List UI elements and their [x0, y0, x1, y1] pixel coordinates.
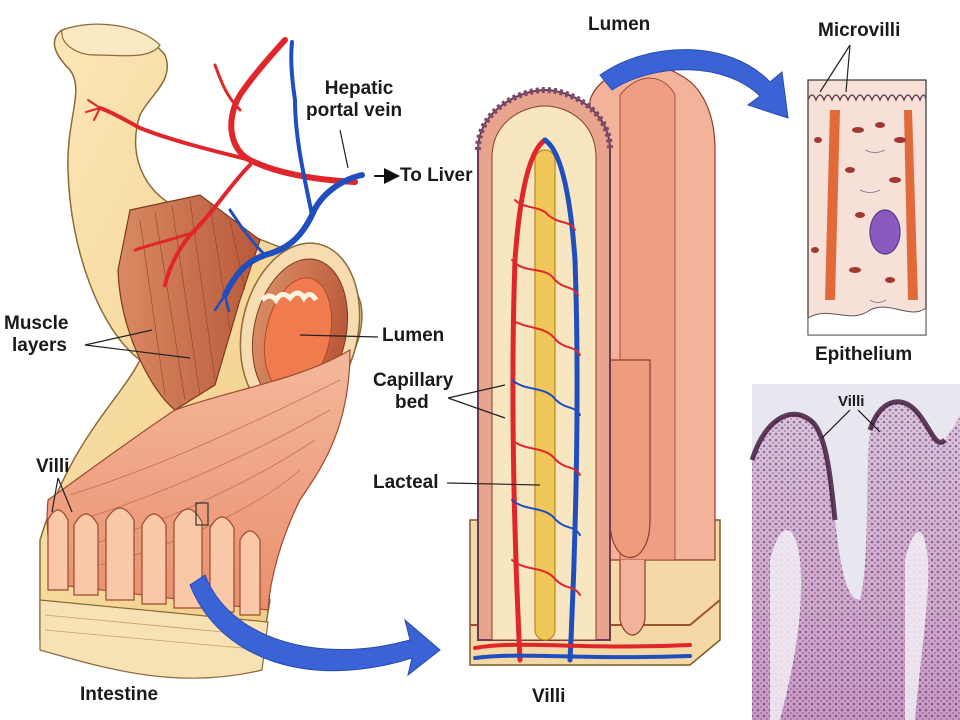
villi-micrograph — [749, 384, 960, 720]
leader-lines-left — [51, 129, 379, 513]
villi-block-illustration — [469, 65, 721, 666]
label-capillary-bed: Capillary bed — [373, 370, 453, 414]
hepatic-portal-vessels — [85, 37, 400, 313]
label-lacteal: Lacteal — [373, 472, 439, 493]
label-microvilli: Microvilli — [818, 20, 901, 41]
label-portal-vein-line2: portal vein — [306, 100, 403, 121]
arrow-to-epithelium — [599, 49, 789, 119]
cell-nucleus — [869, 209, 901, 255]
label-hepatic-line1: Hepatic — [324, 78, 394, 99]
lacteal-vessel — [534, 149, 556, 641]
leader-lines-center — [446, 384, 541, 486]
label-muscle-line1: Muscle — [4, 313, 69, 334]
label-lumen-intestine: Lumen — [382, 325, 445, 346]
arrow-to-villi — [189, 574, 441, 677]
label-hepatic-portal-vein: Hepatic portal vein — [306, 78, 402, 122]
intestine-illustration — [39, 23, 363, 679]
label-capillary-line1: Capillary — [373, 370, 454, 391]
capillary-bed — [473, 137, 692, 663]
label-lumen-top: Lumen — [588, 14, 651, 35]
label-layers-line2: layers — [12, 335, 67, 356]
intestine-muscle-band — [117, 194, 261, 411]
label-to-liver: To Liver — [400, 165, 473, 186]
intestine-villi-row — [47, 507, 261, 616]
label-villi-center: Villi — [532, 686, 566, 707]
label-villi-micrograph: Villi — [838, 393, 865, 410]
label-bed-line2: bed — [395, 392, 429, 413]
epithelium-illustration — [807, 44, 927, 336]
label-villi-intestine: Villi — [36, 456, 70, 477]
label-epithelium: Epithelium — [815, 344, 913, 365]
label-muscle-layers: Muscle layers — [4, 313, 68, 357]
label-intestine: Intestine — [80, 684, 159, 705]
